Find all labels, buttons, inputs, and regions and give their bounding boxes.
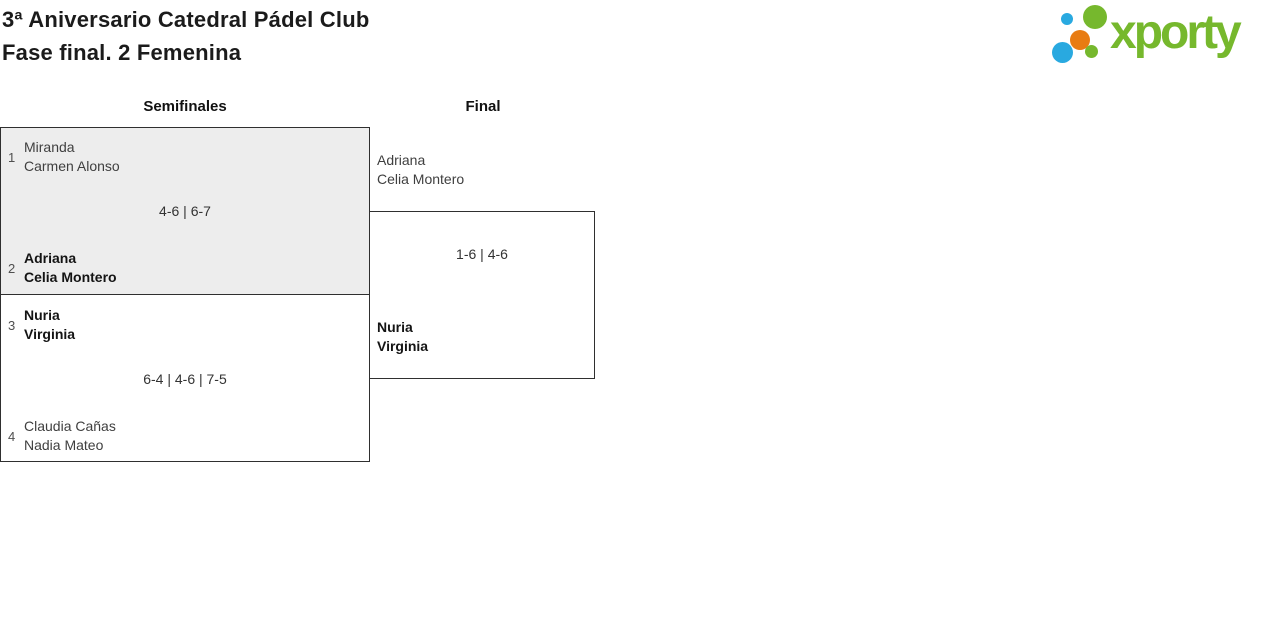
logo-dot-blue-small-icon [1061, 13, 1073, 25]
team-sf2-claudia-nadia: Claudia Cañas Nadia Mateo [24, 417, 116, 455]
seed-number: 1 [8, 150, 16, 165]
player-name: Claudia Cañas [24, 418, 116, 434]
logo-dot-orange-icon [1070, 30, 1090, 50]
round-label-final: Final [465, 98, 501, 115]
logo-dot-blue-large-icon [1052, 42, 1073, 63]
team-sf1-adriana-celia-winner: Adriana Celia Montero [24, 249, 117, 287]
logo-dot-green-large-icon [1083, 5, 1107, 29]
xporty-wordmark: xporty [1110, 6, 1242, 59]
seed-number: 4 [8, 429, 16, 444]
team-sf1-miranda-carmen: Miranda Carmen Alonso [24, 138, 120, 176]
team-final-adriana-celia: Adriana Celia Montero [377, 151, 464, 189]
player-name: Celia Montero [377, 171, 465, 187]
score-final: 1-6 | 4-6 [456, 246, 508, 262]
xporty-logo: xporty [0, 0, 1280, 70]
round-label-semifinales: Semifinales [143, 98, 227, 115]
logo-dot-green-small-icon [1085, 45, 1098, 58]
player-name: Miranda [24, 139, 75, 155]
score-semifinal-2: 6-4 | 4-6 | 7-5 [143, 371, 227, 387]
player-name: Adriana [24, 250, 77, 266]
team-final-nuria-virginia-winner: Nuria Virginia [377, 318, 428, 356]
team-sf2-nuria-virginia-winner: Nuria Virginia [24, 306, 75, 344]
page-title: 3ª Aniversario Catedral Pádel Club Fase … [2, 3, 369, 69]
match-box-final [369, 211, 595, 379]
player-name: Carmen Alonso [24, 158, 120, 174]
player-name: Virginia [377, 338, 429, 354]
tournament-name: 3ª Aniversario Catedral Pádel Club [2, 7, 370, 32]
player-name: Nadia Mateo [24, 437, 104, 453]
seed-number: 2 [8, 261, 16, 276]
player-name: Adriana [377, 152, 426, 168]
player-name: Nuria [377, 319, 413, 335]
phase-name: Fase final. 2 Femenina [2, 40, 242, 65]
score-semifinal-1: 4-6 | 6-7 [159, 203, 211, 219]
player-name: Virginia [24, 326, 76, 342]
seed-number: 3 [8, 318, 16, 333]
match-box-semifinal-2 [0, 294, 370, 462]
player-name: Nuria [24, 307, 60, 323]
player-name: Celia Montero [24, 269, 117, 285]
